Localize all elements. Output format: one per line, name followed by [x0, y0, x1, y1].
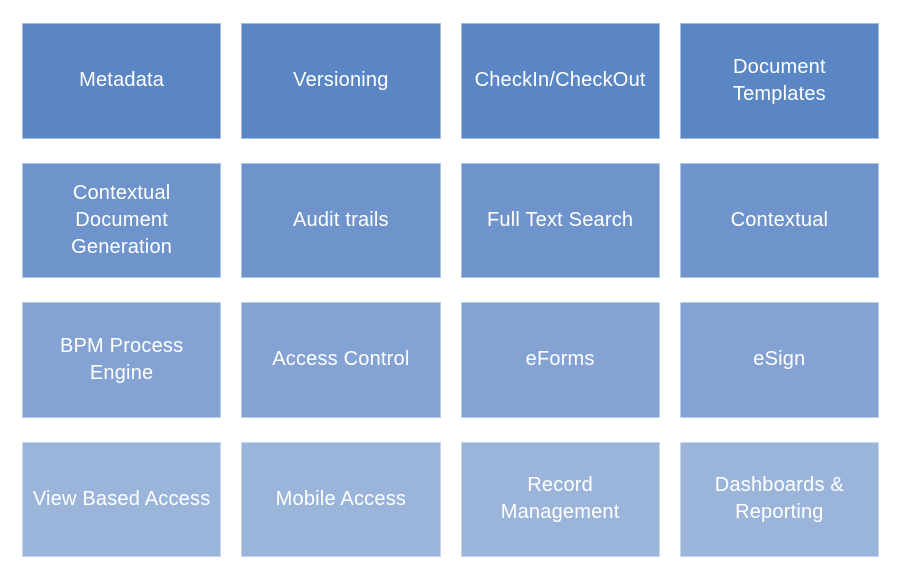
- tile-label: Access Control: [272, 348, 410, 371]
- tile-metadata: Metadata: [22, 23, 222, 139]
- tile-label: eForms: [525, 348, 595, 371]
- tile-label: Record Management: [500, 474, 620, 524]
- tile-label: BPM Process Engine: [59, 334, 184, 384]
- tile-label: Audit trails: [292, 208, 389, 231]
- tile-label: Document Templates: [732, 55, 826, 105]
- tile-document-templates: Document Templates: [679, 23, 879, 139]
- tile-contextual-document-generation: Contextual Document Generation: [22, 162, 222, 278]
- tile-label: Contextual: [730, 208, 829, 231]
- tile-bpm-process-engine: BPM Process Engine: [22, 302, 222, 418]
- tile-eforms: eForms: [460, 302, 660, 418]
- tile-mobile-access: Mobile Access: [241, 441, 441, 557]
- tile-label: Metadata: [79, 69, 165, 92]
- tile-label: Contextual Document Generation: [71, 181, 173, 258]
- tile-access-control: Access Control: [241, 302, 441, 418]
- tile-label: Dashboards & Reporting: [714, 474, 844, 524]
- tile-label: Full Text Search: [487, 208, 634, 231]
- tile-label: Mobile Access: [275, 487, 407, 510]
- tile-audit-trails: Audit trails: [241, 162, 441, 278]
- tile-label: eSign: [753, 348, 806, 371]
- tile-label: View Based Access: [32, 487, 211, 510]
- tile-full-text-search: Full Text Search: [460, 162, 660, 278]
- tile-label: CheckIn/CheckOut: [474, 69, 646, 92]
- tile-label: Versioning: [293, 69, 389, 92]
- tile-contextual: Contextual: [679, 162, 879, 278]
- tile-view-based-access: View Based Access: [22, 441, 222, 557]
- tile-checkin-checkout: CheckIn/CheckOut: [460, 23, 660, 139]
- tile-versioning: Versioning: [241, 23, 441, 139]
- tile-record-management: Record Management: [460, 441, 660, 557]
- tile-esign: eSign: [679, 302, 879, 418]
- tile-dashboards-reporting: Dashboards & Reporting: [679, 441, 879, 557]
